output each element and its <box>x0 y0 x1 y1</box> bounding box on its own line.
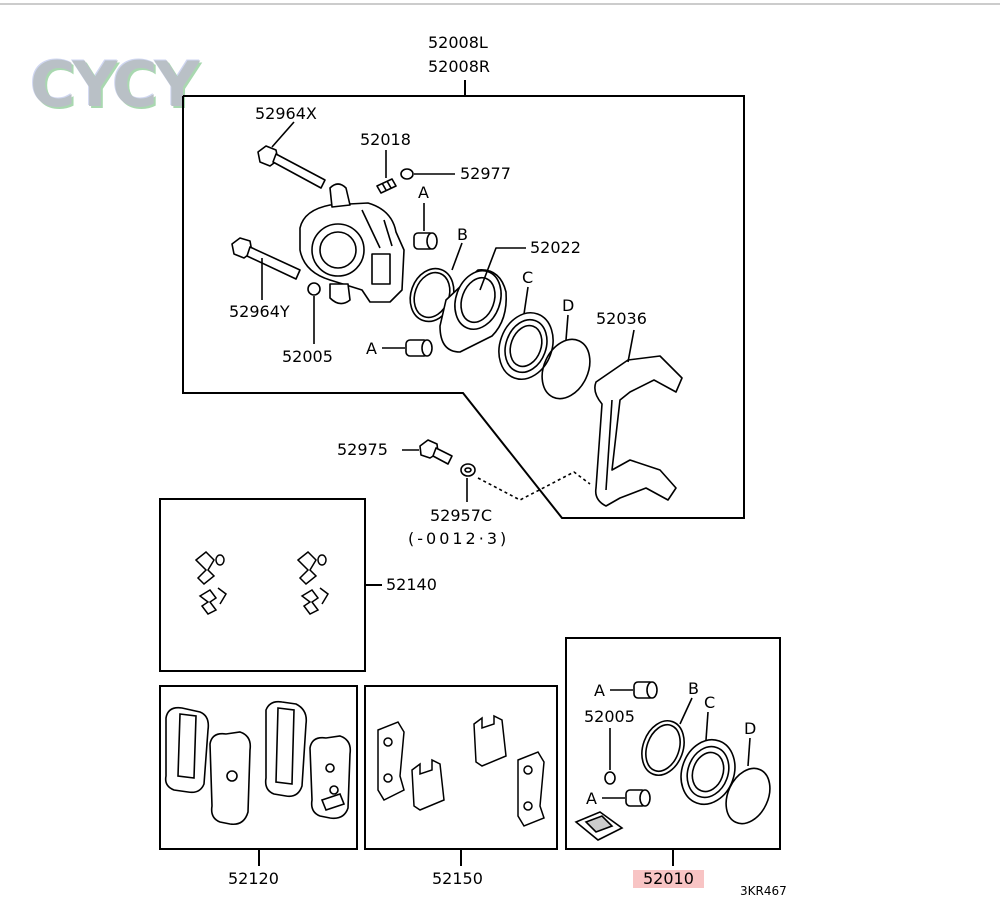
bleeder-cap-small <box>307 282 321 296</box>
piston <box>439 269 508 353</box>
clip-box <box>159 498 366 672</box>
bleeder-cap <box>400 168 414 180</box>
label-cap: 52977 <box>460 164 511 183</box>
label-bolt-x: 52964X <box>255 104 317 123</box>
piston-boot <box>498 312 554 380</box>
label-letter-c: C <box>522 268 534 287</box>
bolt-52964x <box>257 145 326 189</box>
label-kit-letter-d: D <box>744 719 757 738</box>
pad-parts <box>164 700 352 826</box>
washer <box>460 463 476 477</box>
support-bolt <box>419 439 453 465</box>
label-letter-d: D <box>562 296 575 315</box>
clip-parts <box>194 550 329 615</box>
label-kit-cap: 52005 <box>584 707 635 726</box>
bleeder-screw <box>376 178 397 194</box>
label-support-bolt: 52975 <box>337 440 388 459</box>
diagram-code: 3KR467 <box>740 884 787 898</box>
label-bolt-y: 52964Y <box>229 302 290 321</box>
label-seal-kit: 52010 <box>633 870 704 888</box>
label-bleeder: 52018 <box>360 130 411 149</box>
label-kit-letter-c: C <box>704 693 716 712</box>
seal-kit-parts <box>574 681 771 841</box>
caliper-support <box>594 355 683 507</box>
guide-boot-lower <box>405 339 433 357</box>
label-kit-letter-b: B <box>688 679 699 698</box>
guide-boot-upper <box>413 232 438 250</box>
label-support: 52036 <box>596 309 647 328</box>
label-letter-a-lower: A <box>366 339 377 358</box>
label-clip: 52140 <box>386 575 437 594</box>
label-piston: 52022 <box>530 238 581 257</box>
label-bleeder-cap: 52005 <box>282 347 333 366</box>
label-caliper-l: 52008L <box>428 33 488 52</box>
label-kit-letter-a-upper: A <box>594 681 605 700</box>
caliper-body <box>299 183 405 305</box>
label-letter-a-upper: A <box>418 183 429 202</box>
caliper-assembly-box <box>182 95 745 519</box>
label-letter-b: B <box>457 225 468 244</box>
bolt-52964y <box>231 237 301 280</box>
label-kit-letter-a-lower: A <box>586 789 597 808</box>
watermark-logo: CYCY <box>30 48 200 121</box>
boot-ring <box>541 338 591 400</box>
label-shims: 52150 <box>432 869 483 888</box>
label-washer: 52957C <box>430 506 493 525</box>
label-caliper-r: 52008R <box>428 57 491 76</box>
label-pads: 52120 <box>228 869 279 888</box>
label-washer-note: (-0012·3) <box>408 529 510 548</box>
shim-parts <box>377 714 545 827</box>
